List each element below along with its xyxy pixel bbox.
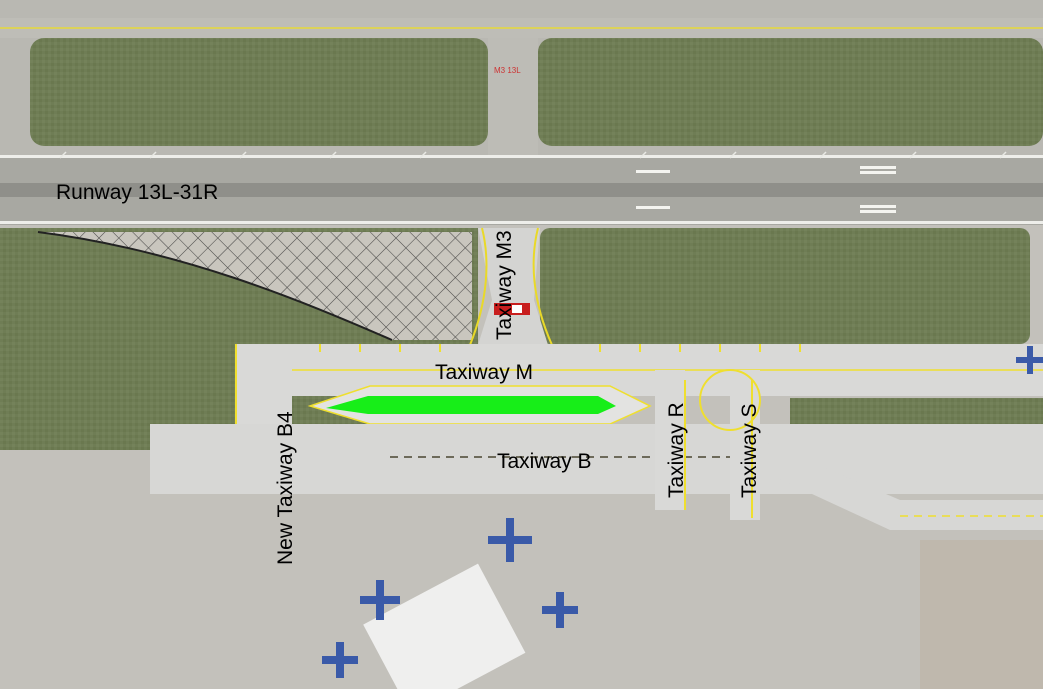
- runway-label: Runway 13L-31R: [56, 181, 218, 204]
- green-highlight-area: [326, 396, 616, 414]
- airplane-icon: [488, 518, 532, 562]
- airplane-icon: [542, 592, 578, 628]
- grass-top-left: [30, 38, 488, 146]
- taxiway-top-connector: [488, 20, 538, 160]
- airplane-icon: [360, 580, 400, 620]
- taxiway-m3-label: Taxiway M3: [493, 230, 516, 340]
- taxiway-b-label: Taxiway B: [497, 450, 592, 473]
- taxiway-loop: [699, 369, 761, 431]
- runway-dark-band: [0, 183, 1043, 197]
- taxiway-m3-edge-right: [532, 227, 553, 346]
- taxiway-r-pavement: [655, 370, 685, 510]
- taxiway-m3-edge-left: [469, 227, 488, 346]
- taxiway-m3: [478, 228, 548, 345]
- lower-right-taxiway: [760, 440, 1043, 530]
- taxiway-r-label: Taxiway R: [665, 402, 688, 498]
- airplane-icon: [1016, 346, 1043, 374]
- airplane-icon: [322, 642, 358, 678]
- terminal-building: [363, 563, 526, 689]
- taxiway-sign-inner: [512, 305, 522, 313]
- runway-edge-bottom: [0, 221, 1043, 224]
- hatch-edge: [37, 231, 393, 341]
- taxiway-b4-label: New Taxiway B4: [274, 411, 297, 565]
- taxiway-s-pavement: [730, 370, 760, 520]
- apron-right: [920, 540, 1043, 689]
- grass-mid-right: [540, 228, 1030, 344]
- taxiway-m-edge-ticks: [319, 344, 801, 352]
- runway-edge-ticks: [59, 151, 1007, 159]
- closed-pavement-hatch-overlay: [38, 232, 472, 340]
- runway-edge-top: [0, 155, 1043, 158]
- runway-markings: [636, 166, 896, 213]
- taxiway-b-pavement: [150, 424, 1043, 494]
- runway-sign-text: M3 13L: [494, 66, 521, 75]
- taxiway-m-label: Taxiway M: [435, 361, 533, 384]
- taxiway-s-label: Taxiway S: [738, 403, 761, 498]
- grass-top-right: [538, 38, 1043, 146]
